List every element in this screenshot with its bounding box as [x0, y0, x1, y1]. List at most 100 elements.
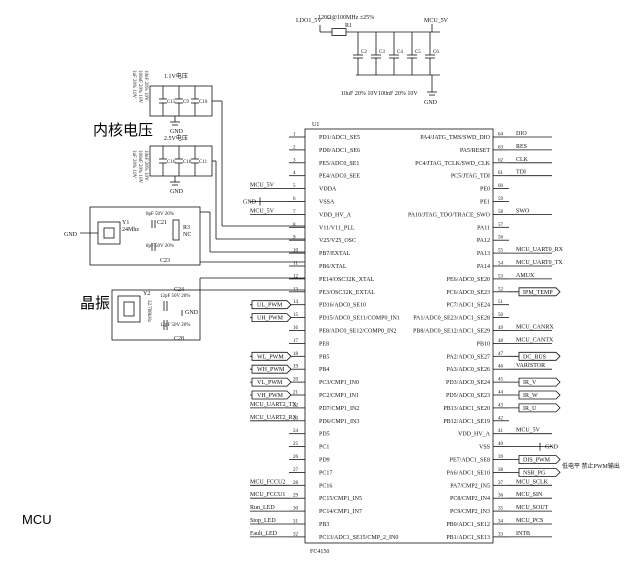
cap-ref: C4 [397, 50, 403, 55]
pin-number: 58 [498, 210, 504, 215]
pin-number: 12 [293, 274, 299, 279]
net-label: NSR_PG [523, 470, 546, 476]
net-label: MCU_PCS [516, 518, 543, 524]
pin-number: 49 [498, 326, 504, 331]
pin-number: 6 [293, 197, 296, 202]
pin-number: 8 [293, 223, 296, 228]
pin-number: 51 [498, 300, 504, 305]
net-label: TDI [516, 170, 526, 176]
pin-name: VDD_HV_A [458, 432, 491, 438]
pin-number: 17 [293, 339, 299, 344]
crystal-32k: Y2 32.768kHz 12pF 50V 20% C24 12pF 50V 2… [111, 277, 305, 342]
right-nets: DIORESCLKTDISWOMCU_UART0_RXMCU_UART0_TXA… [509, 131, 564, 538]
pin-number: 64 [498, 133, 504, 138]
pin-number: 31 [293, 520, 299, 525]
pin-number: 4 [293, 171, 296, 176]
pin-number: 39 [498, 455, 504, 460]
pin-number: 56 [498, 236, 504, 241]
pin-name: PC5/JTAG_TDI [451, 174, 490, 180]
r3-symbol [172, 219, 180, 241]
pin-number: 10 [293, 249, 299, 254]
pin-name: PD0/ADC1_SE6 [319, 148, 360, 154]
pin-number: 44 [498, 391, 504, 396]
c21-value: 8pF 50V 20% [146, 212, 174, 217]
pin-number: 32 [293, 532, 299, 537]
pin-number: 55 [498, 249, 504, 254]
pin-name: PD3/ADC0_SE24 [446, 380, 490, 386]
net-flag [518, 287, 561, 297]
pin-name: PA11 [477, 225, 490, 231]
pin-name: PA7/CMP2_IN5 [450, 483, 490, 489]
net-label: WH_PWM [257, 367, 285, 373]
pin-name: PA4/JATG_TMS/SWD_DIO [420, 135, 490, 141]
pin-name: VSSA [319, 200, 335, 206]
c28-value: 12pF 50V 20% [160, 323, 190, 328]
v11-gnd-label: GND [170, 129, 184, 135]
pin-name: PB10 [477, 341, 490, 347]
pin-name: PE8 [319, 341, 329, 347]
pin-number: 62 [498, 158, 504, 163]
y2-crystal-symbol [117, 295, 141, 323]
pin-number: 14 [293, 300, 299, 305]
pin-name: PE4/ADC0_SEE [319, 174, 360, 180]
pin-number: 19 [293, 365, 299, 370]
cap-ref: C16 [167, 160, 176, 165]
core-voltage-label: 内核电压 [93, 121, 153, 139]
rating-6: 10nF 20% 10V [143, 150, 148, 181]
pin-name: PC4/JTAG_TCLK/SWD_CLK [415, 161, 491, 167]
cap-note-right: 100nF 20% 10V [378, 91, 418, 97]
pin-name: PC8/CMP2_IN4 [450, 496, 490, 502]
pin-name: PE14/OSC32K_XTAL [319, 277, 375, 283]
net-label: UH_PWM [257, 316, 284, 322]
y1-ref: Y1 [122, 220, 129, 226]
pin-number: 15 [293, 313, 299, 318]
net-label: MCU_5V [250, 208, 275, 214]
pin-number: 18 [293, 352, 299, 357]
pin-name: PC15/CMP1_IN5 [319, 496, 362, 502]
pin-number: 13 [293, 287, 299, 292]
pin-name: PA6/ADC1_SE10 [447, 470, 490, 476]
pin-number: 2 [293, 145, 296, 150]
c21-ref: C21 [157, 220, 167, 226]
pin-name: PD1/ADC1_SE5 [319, 135, 360, 141]
pin-name: PE1 [480, 200, 490, 206]
resistor-symbol [331, 28, 347, 36]
pin-name: PD15/ADC0_SE11/COMP0_IN1 [319, 316, 400, 322]
pin-name: PB13/ADC1_SE20 [443, 406, 490, 412]
pin-number: 61 [498, 171, 504, 176]
net-label: DIO [516, 131, 527, 137]
pin-number: 63 [498, 145, 504, 150]
c24-ref: C24 [174, 287, 184, 293]
pin-name: PD6/CMP1_IN3 [319, 419, 359, 425]
pin-name: PB3 [319, 522, 329, 528]
pin-number: 21 [293, 391, 299, 396]
pin-name: PE8/ADC0_SE12/COMP0_IN2 [319, 329, 396, 335]
net-label: IR_W [523, 393, 538, 399]
pin-number: 47 [498, 352, 504, 357]
c23-value: 8pF 50V 20% [146, 244, 174, 249]
c28-ref: C28 [174, 336, 184, 342]
net-flag [251, 390, 292, 400]
pin-name: PE5/ADC0_SE1 [319, 161, 359, 167]
pin-name: VDD_HV_A [319, 212, 352, 218]
pin-name: PA14 [477, 264, 490, 270]
net-flag [518, 377, 561, 387]
net-label: DC_BUS [523, 354, 546, 360]
chip-body [304, 128, 494, 544]
pin-number: 28 [293, 481, 299, 486]
pin-name: V25/V25_OSC [319, 238, 356, 244]
pin-name: PC13/ADC1_SE15/CMP_2_IN0 [319, 535, 398, 541]
rating-3: 10nF 20% 10V [143, 70, 148, 101]
pin-name: PA1/ADC0_SE23/ADC1_SE28 [413, 316, 490, 322]
pin-number: 36 [498, 494, 504, 499]
v25-label: 2.5V电压 [164, 134, 188, 142]
pin-number: 52 [498, 287, 504, 292]
pin-number: 27 [293, 468, 299, 473]
pin-number: 54 [498, 262, 504, 267]
pin-number: 22 [293, 403, 299, 408]
net-flag [251, 313, 292, 322]
resistor-ref: R1 [345, 23, 352, 29]
net-label: MCU_FCCU1 [250, 492, 285, 498]
net-label: AMUX [516, 273, 535, 279]
